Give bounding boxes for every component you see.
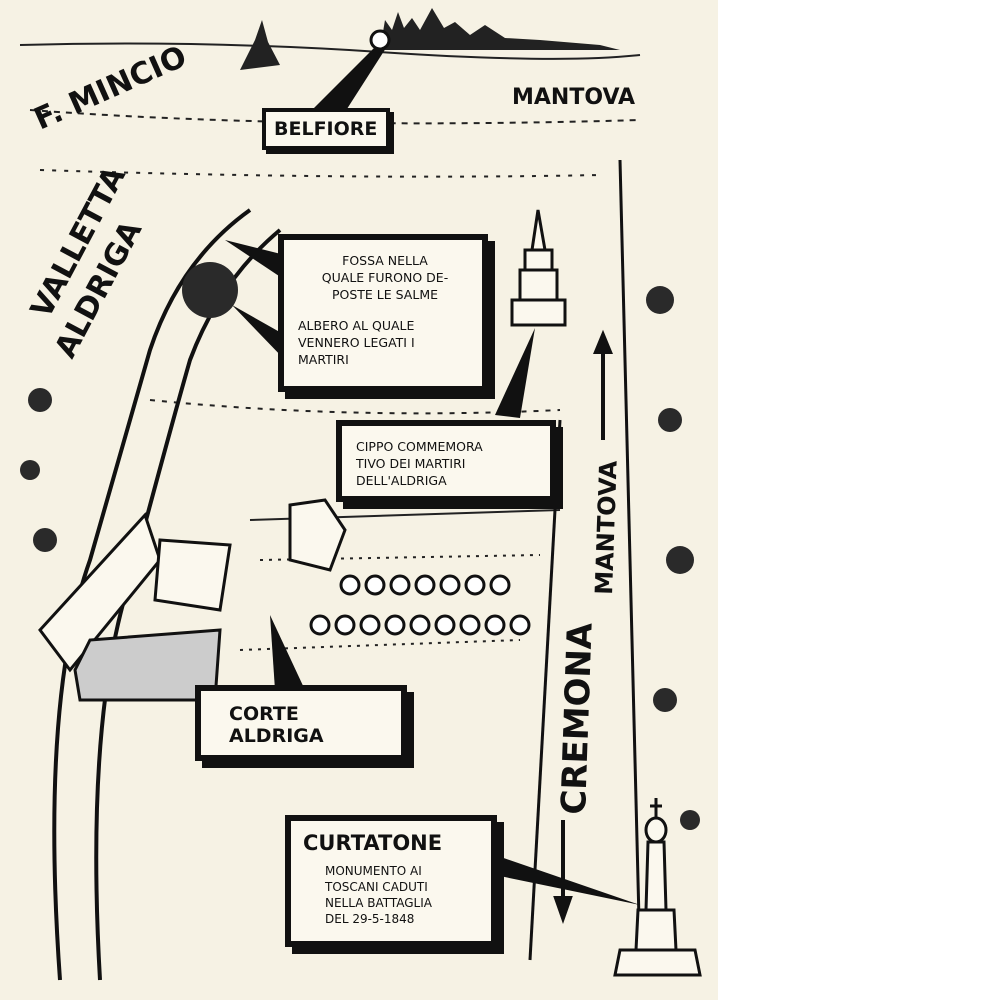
corte-aldriga-buildings bbox=[38, 498, 347, 702]
albero-text: ALBERO AL QUALE VENNERO LEGATI I MARTIRI bbox=[298, 318, 415, 367]
box-belfiore: BELFIORE bbox=[262, 108, 390, 150]
map-drawing: F. MINCIO MANTOVA VALLETTA ALDRIGA MANTO… bbox=[19, 8, 702, 981]
mantova-skyline bbox=[240, 8, 620, 70]
label-mantova-road: MANTOVA bbox=[590, 460, 623, 596]
callout-pointers bbox=[225, 240, 640, 905]
label-cremona-road: CREMONA bbox=[554, 621, 601, 815]
box-corte-aldriga: CORTE ALDRIGA bbox=[195, 685, 407, 761]
curtatone-monument bbox=[613, 798, 702, 977]
curtatone-text: CURTATONE bbox=[303, 831, 443, 855]
label-mincio: F. MINCIO bbox=[29, 39, 192, 137]
label-mantova-top: MANTOVA bbox=[512, 85, 635, 110]
fossa-text: FOSSA NELLA QUALE FURONO DE- POSTE LE SA… bbox=[321, 253, 449, 302]
box-fossa-albero: FOSSA NELLA QUALE FURONO DE- POSTE LE SA… bbox=[278, 234, 488, 392]
cippo-text: CIPPO COMMEMORA TIVO DEI MARTIRI DELL'AL… bbox=[356, 439, 483, 488]
monumento-text: MONUMENTO AI TOSCANI CADUTI NELLA BATTAG… bbox=[325, 864, 432, 926]
belfiore-text: BELFIORE bbox=[274, 118, 378, 140]
cippo-monument bbox=[510, 209, 567, 327]
historical-map: F. MINCIO MANTOVA VALLETTA ALDRIGA MANTO… bbox=[0, 0, 718, 1000]
box-curtatone: CURTATONE MONUMENTO AI TOSCANI CADUTI NE… bbox=[285, 815, 497, 947]
vegetation bbox=[20, 262, 700, 830]
corte-aldriga-text: CORTE ALDRIGA bbox=[229, 703, 324, 747]
box-cippo: CIPPO COMMEMORA TIVO DEI MARTIRI DELL'AL… bbox=[336, 420, 556, 502]
belfiore-marker bbox=[310, 29, 391, 112]
tree-rows bbox=[309, 574, 531, 636]
